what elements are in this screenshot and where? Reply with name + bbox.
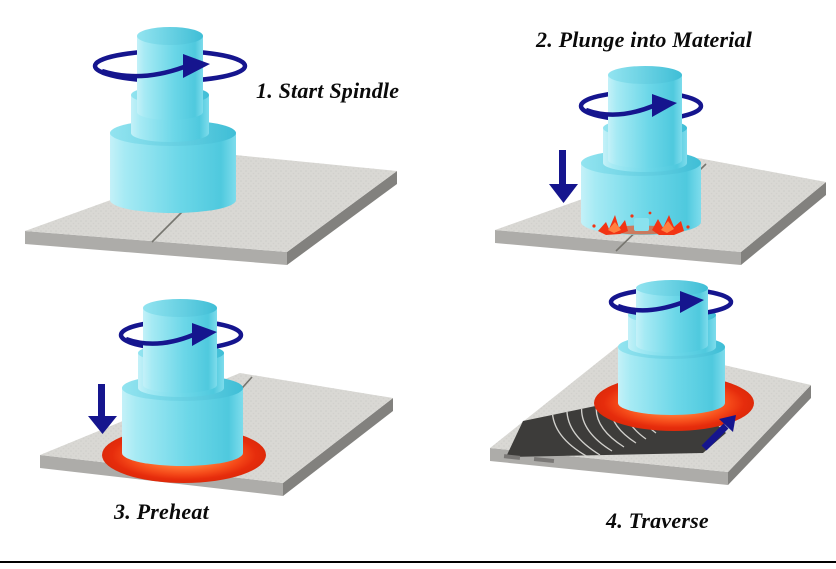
step-1-panel [0,0,418,285]
spindle-tool [608,280,734,415]
bottom-rule-divider [0,561,836,563]
step-2-illustration [495,66,826,265]
rotation-arrow-front [125,323,217,346]
plunge-arrow-icon [549,150,578,203]
step-4-illustration [490,280,811,485]
step-2-panel [418,0,836,285]
spindle-tool [118,299,244,466]
step-3-illustration [40,299,393,496]
friction-sparks [592,211,690,235]
plunge-arrow-icon [88,384,117,434]
rotation-arrow-front [101,54,210,79]
step-1-illustration [25,27,397,265]
rotation-arrow-front [617,291,704,313]
spindle-tool [92,27,248,213]
step-3-label: 3. Preheat [114,499,209,524]
step-3-panel [0,285,418,569]
step-2-label: 2. Plunge into Material [536,27,753,52]
rotation-arrow-front [585,94,677,117]
step-4-label: 4. Traverse [606,508,709,533]
spindle-tool [578,66,704,235]
step-1-label: 1. Start Spindle [256,78,400,103]
step-4-panel [418,280,836,569]
traverse-arrow-icon [701,415,736,451]
